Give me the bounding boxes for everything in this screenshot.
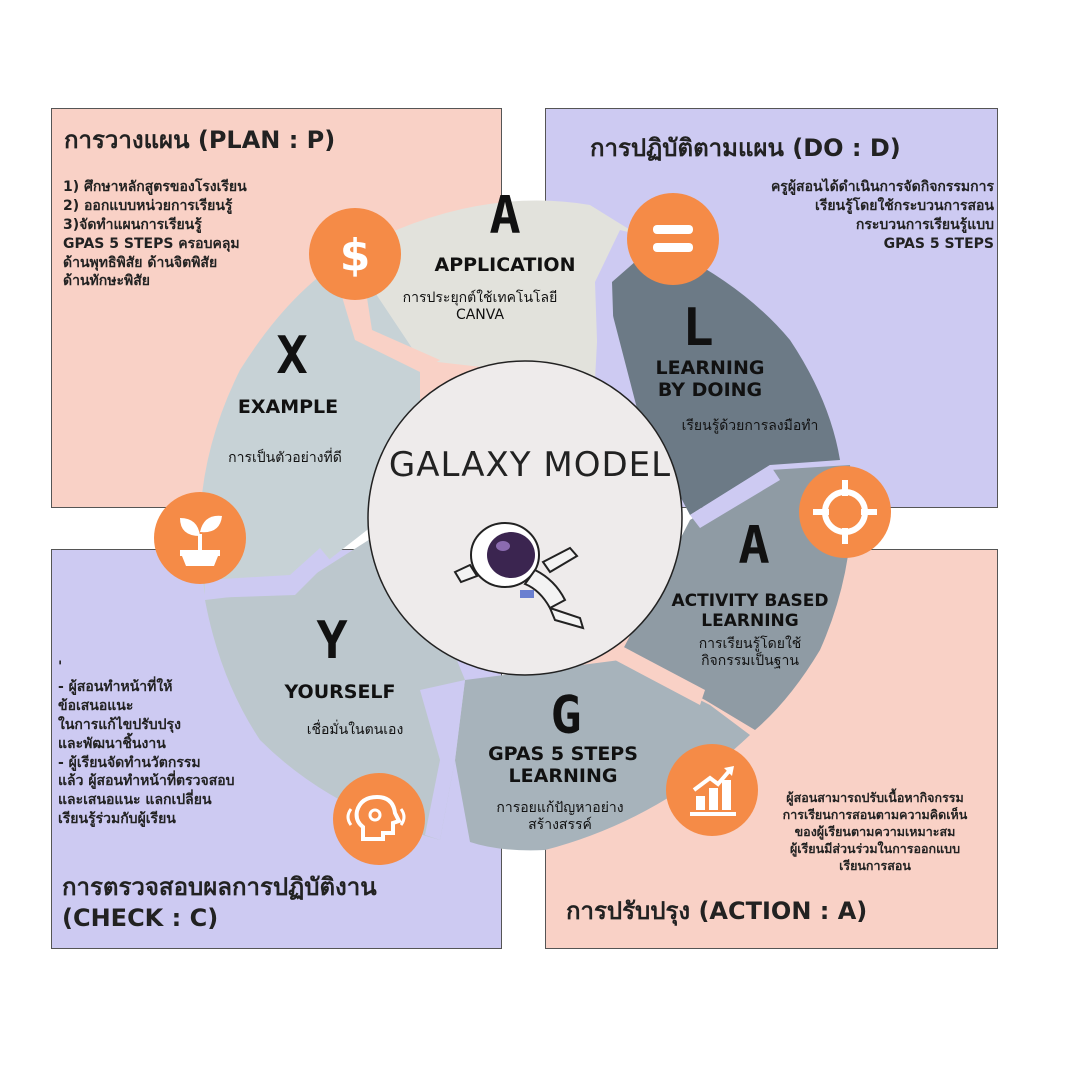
example-letter: X	[276, 326, 308, 386]
check-line: - ผู้สอนทำหน้าที่ให้	[58, 679, 173, 695]
separator-lavender	[595, 230, 660, 375]
action-body: ผู้สอนสามารถปรับเนื้อหากิจกรรม การเรียนก…	[755, 790, 995, 874]
gpas-letter: G	[550, 686, 582, 746]
learning-desc: เรียนรู้ด้วยการลงมือทำ	[681, 418, 819, 434]
application-title: APPLICATION	[434, 254, 576, 276]
application-desc-line: CANVA	[455, 306, 505, 323]
example-desc: การเป็นตัวอย่างที่ดี	[228, 450, 342, 466]
yourself-letter: Y	[316, 611, 348, 671]
activity-desc: การเรียนรู้โดยใช้ กิจกรรมเป็นฐาน	[670, 636, 830, 670]
wheel-segments	[199, 200, 852, 851]
sprout-icon	[154, 492, 246, 584]
do-title: การปฏิบัติตามแผน (DO : D)	[590, 134, 901, 162]
check-line: และเสนอแนะ แลกเปลี่ยน	[58, 792, 212, 809]
learning-letter: L	[682, 298, 714, 358]
separator-lavender-4	[420, 680, 465, 840]
check-line: ข้อเสนอแนะ	[58, 697, 134, 714]
action-line: ของผู้เรียนตามความเหมาะสม	[794, 823, 956, 839]
gpas-title: GPAS 5 STEPS LEARNING	[468, 743, 658, 788]
separator-peach-2	[340, 285, 440, 372]
application-letter: A	[489, 186, 521, 246]
plan-body: 1) ศึกษาหลักสูตรของโรงเรียน 2) ออกแบบหน่…	[63, 178, 247, 291]
do-line: เรียนรู้โดยใช้กระบวนการสอน	[815, 197, 994, 214]
plan-line: 1) ศึกษาหลักสูตรของโรงเรียน	[63, 179, 247, 195]
learning-title-line: BY DOING	[657, 378, 763, 401]
check-line: เรียนรู้ร่วมกับผู้เรียน	[58, 811, 176, 828]
equals-icon	[627, 193, 719, 285]
learning-title: LEARNING BY DOING	[640, 357, 780, 402]
check-line: ในการแก้ไขปรับปรุง	[58, 716, 181, 733]
action-title: การปรับปรุง (ACTION : A)	[566, 897, 868, 925]
separator-lavender-2	[690, 465, 780, 528]
action-line: ผู้สอนสามารถปรับเนื้อหากิจกรรม	[786, 790, 964, 805]
do-line: ครูผู้สอนได้ดำเนินการจัดกิจกรรมการ	[770, 179, 994, 195]
plan-line: ด้านพุทธิพิสัย ด้านจิตพิสัย	[63, 254, 218, 271]
learning-title-line: LEARNING	[655, 357, 765, 379]
application-desc-line: การประยุกต์ใช้เทคโนโลยี	[402, 290, 558, 306]
action-line: เรียนการสอน	[839, 857, 911, 873]
check-body: ' - ผู้สอนทำหน้าที่ให้ ข้อเสนอแนะ ในการแ…	[58, 658, 235, 829]
gpas-title-line: GPAS 5 STEPS	[488, 743, 638, 765]
plan-line: ด้านทักษะพิสัย	[63, 273, 150, 290]
gpas-title-line: LEARNING	[508, 764, 618, 787]
check-line: '	[58, 659, 63, 675]
activity-title-line: ACTIVITY BASED	[671, 591, 829, 611]
check-line: และพัฒนาชิ้นงาน	[58, 735, 166, 752]
yourself-title: YOURSELF	[284, 681, 396, 703]
center-circle	[367, 360, 683, 676]
segment-activity-based	[620, 465, 852, 730]
do-line: กระบวนการเรียนรู้แบบ	[855, 216, 994, 233]
segment-gpas	[455, 660, 750, 851]
activity-title-line: LEARNING	[701, 610, 799, 631]
application-desc: การประยุกต์ใช้เทคโนโลยี CANVA	[380, 290, 580, 324]
gpas-desc-line: สร้างสรรค์	[528, 816, 592, 833]
dollar-icon: $	[309, 208, 401, 300]
action-line: การเรียนการสอนตามความคิดเห็น	[782, 806, 968, 822]
example-title: EXAMPLE	[237, 396, 339, 418]
check-title: การตรวจสอบผลการปฏิบัติงาน (CHECK : C)	[62, 872, 377, 934]
do-line: GPAS 5 STEPS	[883, 235, 994, 252]
plan-line: GPAS 5 STEPS ครอบคลุม	[63, 235, 240, 252]
astronaut-illustration	[453, 522, 585, 630]
segment-application	[345, 200, 655, 380]
target-icon	[799, 466, 891, 558]
activity-desc-line: กิจกรรมเป็นฐาน	[701, 652, 799, 669]
separator-peach	[615, 645, 705, 705]
plan-line: 2) ออกแบบหน่วยการเรียนรู้	[63, 197, 233, 214]
activity-letter: A	[738, 516, 770, 576]
check-line: - ผู้เรียนจัดทำนวัตกรรม	[58, 754, 201, 771]
gpas-desc-line: การอยแก้ปัญหาอย่าง	[496, 800, 624, 816]
do-body: ครูผู้สอนได้ดำเนินการจัดกิจกรรมการ เรียน…	[771, 178, 994, 254]
action-line: ผู้เรียนมีส่วนร่วมในการออกแบบ	[789, 840, 961, 856]
plan-line: 3)จัดทำแผนการเรียนรู้	[63, 216, 202, 233]
separator-lavender-3	[205, 548, 330, 598]
check-title-line: (CHECK : C)	[62, 904, 219, 933]
yourself-desc: เชื่อมั่นในตนเอง	[306, 722, 404, 738]
chart-growth-icon	[666, 744, 758, 836]
activity-title: ACTIVITY BASED LEARNING	[655, 591, 845, 631]
plan-title: การวางแผน (PLAN : P)	[64, 126, 336, 154]
activity-desc-line: การเรียนรู้โดยใช้	[698, 636, 802, 652]
check-title-line: การตรวจสอบผลการปฏิบัติงาน	[62, 873, 377, 901]
head-sound-icon	[333, 773, 425, 865]
gpas-desc: การอยแก้ปัญหาอย่าง สร้างสรรค์	[470, 800, 650, 834]
check-line: แล้ว ผู้สอนทำหน้าที่ตรวจสอบ	[58, 773, 235, 790]
svg-text:$: $	[340, 230, 371, 281]
center-title: GALAXY MODEL	[388, 445, 672, 485]
